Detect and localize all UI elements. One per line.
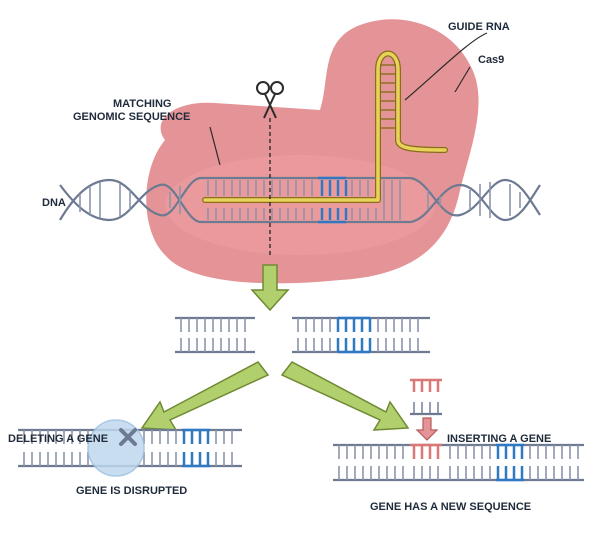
label-leaders bbox=[209, 32, 488, 166]
arrow-to-delete bbox=[140, 361, 270, 431]
insert-arrow bbox=[415, 417, 439, 441]
dna-label: DNA bbox=[42, 197, 66, 209]
scissors-icon bbox=[256, 81, 284, 119]
matching-label-line1: MATCHING bbox=[113, 98, 171, 110]
cut-dna-left bbox=[175, 316, 255, 354]
new-sequence-label: GENE HAS A NEW SEQUENCE bbox=[370, 501, 531, 513]
dna-helix-top bbox=[59, 176, 541, 224]
disrupted-dna bbox=[18, 419, 242, 477]
gene-disrupted-label: GENE IS DISRUPTED bbox=[76, 485, 187, 497]
insert-fragment bbox=[410, 378, 442, 416]
cas9-inner bbox=[165, 155, 435, 255]
guide-rna bbox=[202, 50, 448, 203]
guide-rna-label: GUIDE RNA bbox=[448, 21, 510, 33]
inserting-gene-label: INSERTING A GENE bbox=[447, 433, 551, 445]
target-sequence-top bbox=[318, 176, 348, 224]
cut-dna-right bbox=[292, 316, 430, 354]
cas9-label: Cas9 bbox=[478, 54, 504, 66]
deleting-gene-label: DELETING A GENE bbox=[8, 433, 108, 445]
dna-helix-rungs bbox=[79, 180, 521, 220]
matching-label-line2: GENOMIC SEQUENCE bbox=[73, 111, 190, 123]
down-arrow bbox=[250, 264, 290, 312]
arrow-to-insert bbox=[280, 361, 410, 431]
close-icon bbox=[119, 428, 137, 446]
new-sequence-dna bbox=[333, 443, 584, 482]
